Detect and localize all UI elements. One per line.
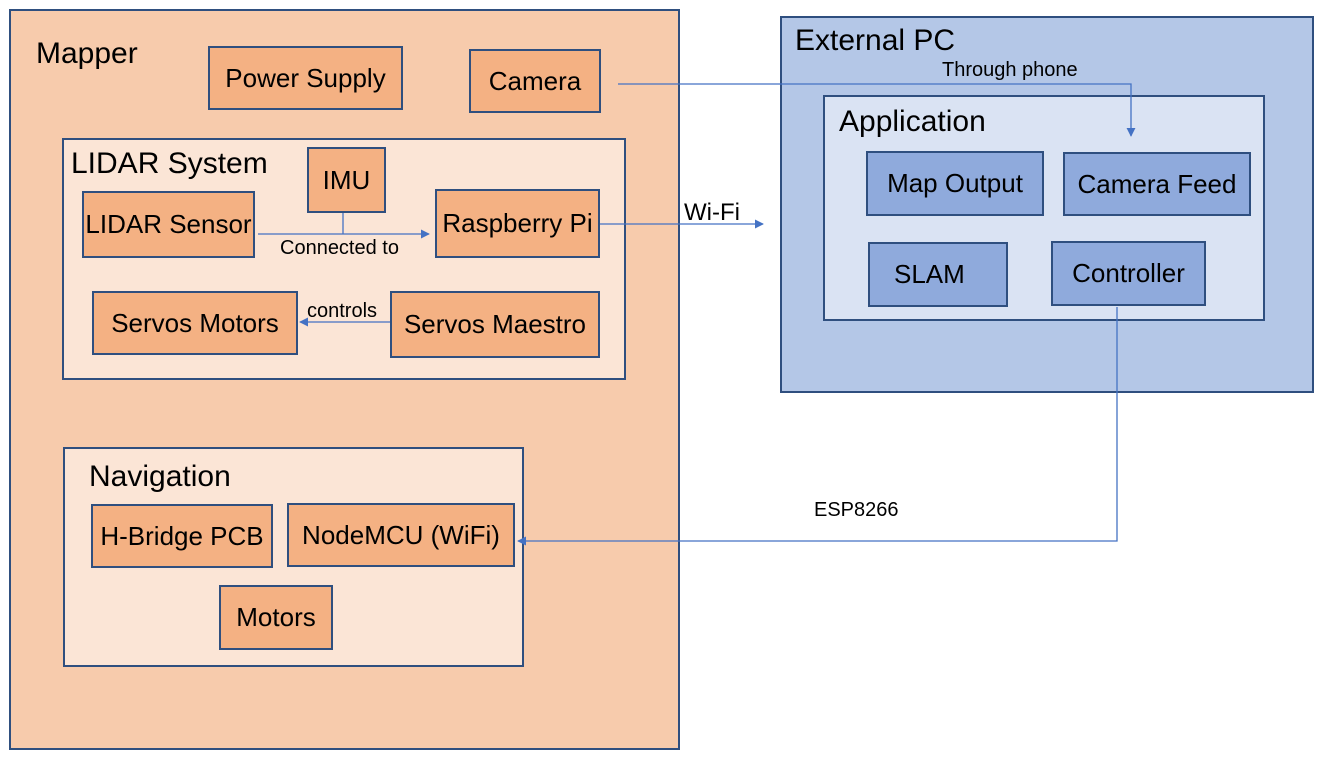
lidar-system-title: LIDAR System [71, 147, 268, 180]
application-title: Application [839, 105, 986, 138]
servos-maestro-block: Servos Maestro [390, 291, 600, 358]
esp8266-label: ESP8266 [814, 499, 899, 521]
raspberry-pi-block: Raspberry Pi [435, 189, 600, 258]
wifi-label: Wi-Fi [684, 199, 740, 226]
camera-block: Camera [469, 49, 601, 113]
mapper-title: Mapper [36, 37, 138, 70]
slam-block: SLAM [868, 242, 1008, 307]
imu-block: IMU [307, 147, 386, 213]
map-output-block: Map Output [866, 151, 1044, 216]
servos-motors-block: Servos Motors [92, 291, 298, 355]
controller-block: Controller [1051, 241, 1206, 306]
external-pc-title: External PC [795, 24, 956, 57]
nodemcu-block: NodeMCU (WiFi) [287, 503, 515, 567]
through-phone-label: Through phone [942, 59, 1078, 81]
camera-feed-block: Camera Feed [1063, 152, 1251, 216]
power-supply-block: Power Supply [208, 46, 403, 110]
connected-to-label: Connected to [280, 237, 399, 259]
navigation-title: Navigation [89, 460, 231, 493]
motors-block: Motors [219, 585, 333, 650]
lidar-sensor-block: LIDAR Sensor [82, 191, 255, 258]
hbridge-block: H-Bridge PCB [91, 504, 273, 568]
controls-label: controls [307, 300, 378, 322]
